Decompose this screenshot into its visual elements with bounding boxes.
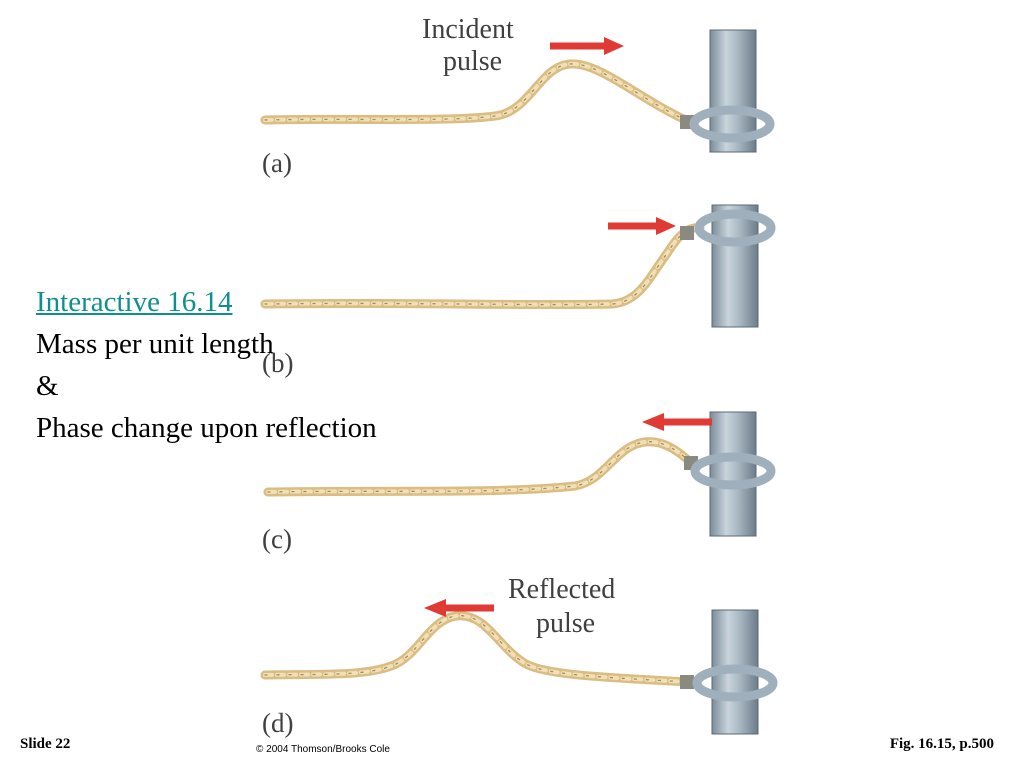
panel-label-b: (b) xyxy=(262,348,293,378)
rope-d xyxy=(260,611,693,687)
binding-b xyxy=(680,226,694,240)
post-c xyxy=(709,411,757,537)
panel-label-a: (a) xyxy=(262,148,292,178)
slide-text-line3: Phase change upon reflection xyxy=(36,412,377,444)
incident-label-line1: Incident xyxy=(422,14,514,45)
arrow-right-head xyxy=(604,37,624,55)
panel-label-d: (d) xyxy=(262,708,293,738)
panel-b: (b) xyxy=(258,204,776,378)
post-b xyxy=(711,204,759,328)
slide-number: Slide 22 xyxy=(20,736,71,752)
incident-label-line2: pulse xyxy=(443,46,502,77)
slide-text-line2: & xyxy=(36,370,59,402)
panel-label-c: (c) xyxy=(262,524,292,554)
panel-c: (c) xyxy=(262,411,776,554)
reflected-label-line1: Reflected xyxy=(508,574,615,605)
arrow-left-head xyxy=(424,599,446,617)
panel-label-b-mask xyxy=(258,350,308,378)
ring-d xyxy=(692,664,778,702)
interactive-link[interactable]: Interactive 16.14 xyxy=(36,286,233,318)
copyright-notice: © 2004 Thomson/Brooks Cole xyxy=(256,744,390,755)
ring-c xyxy=(690,452,776,490)
binding-d xyxy=(680,675,694,689)
arrow-right-head xyxy=(656,217,676,235)
ring-a xyxy=(689,105,775,143)
arrow-left-head xyxy=(642,413,664,431)
ring-b xyxy=(694,209,776,247)
slide-text-block: Interactive 16.14 Mass per unit length &… xyxy=(36,281,377,449)
slide-text-line1: Mass per unit length xyxy=(36,328,274,360)
rope-b xyxy=(260,223,705,310)
panel-a: Incident pulse (a) xyxy=(260,14,775,178)
reflected-label-line2: pulse xyxy=(536,608,595,639)
figure-reference: Fig. 16.15, p.500 xyxy=(889,736,994,752)
panel-d: Reflected pulse (d) xyxy=(260,574,778,738)
post-a xyxy=(709,29,757,153)
rope-c xyxy=(263,437,697,497)
rope-a xyxy=(260,59,695,127)
